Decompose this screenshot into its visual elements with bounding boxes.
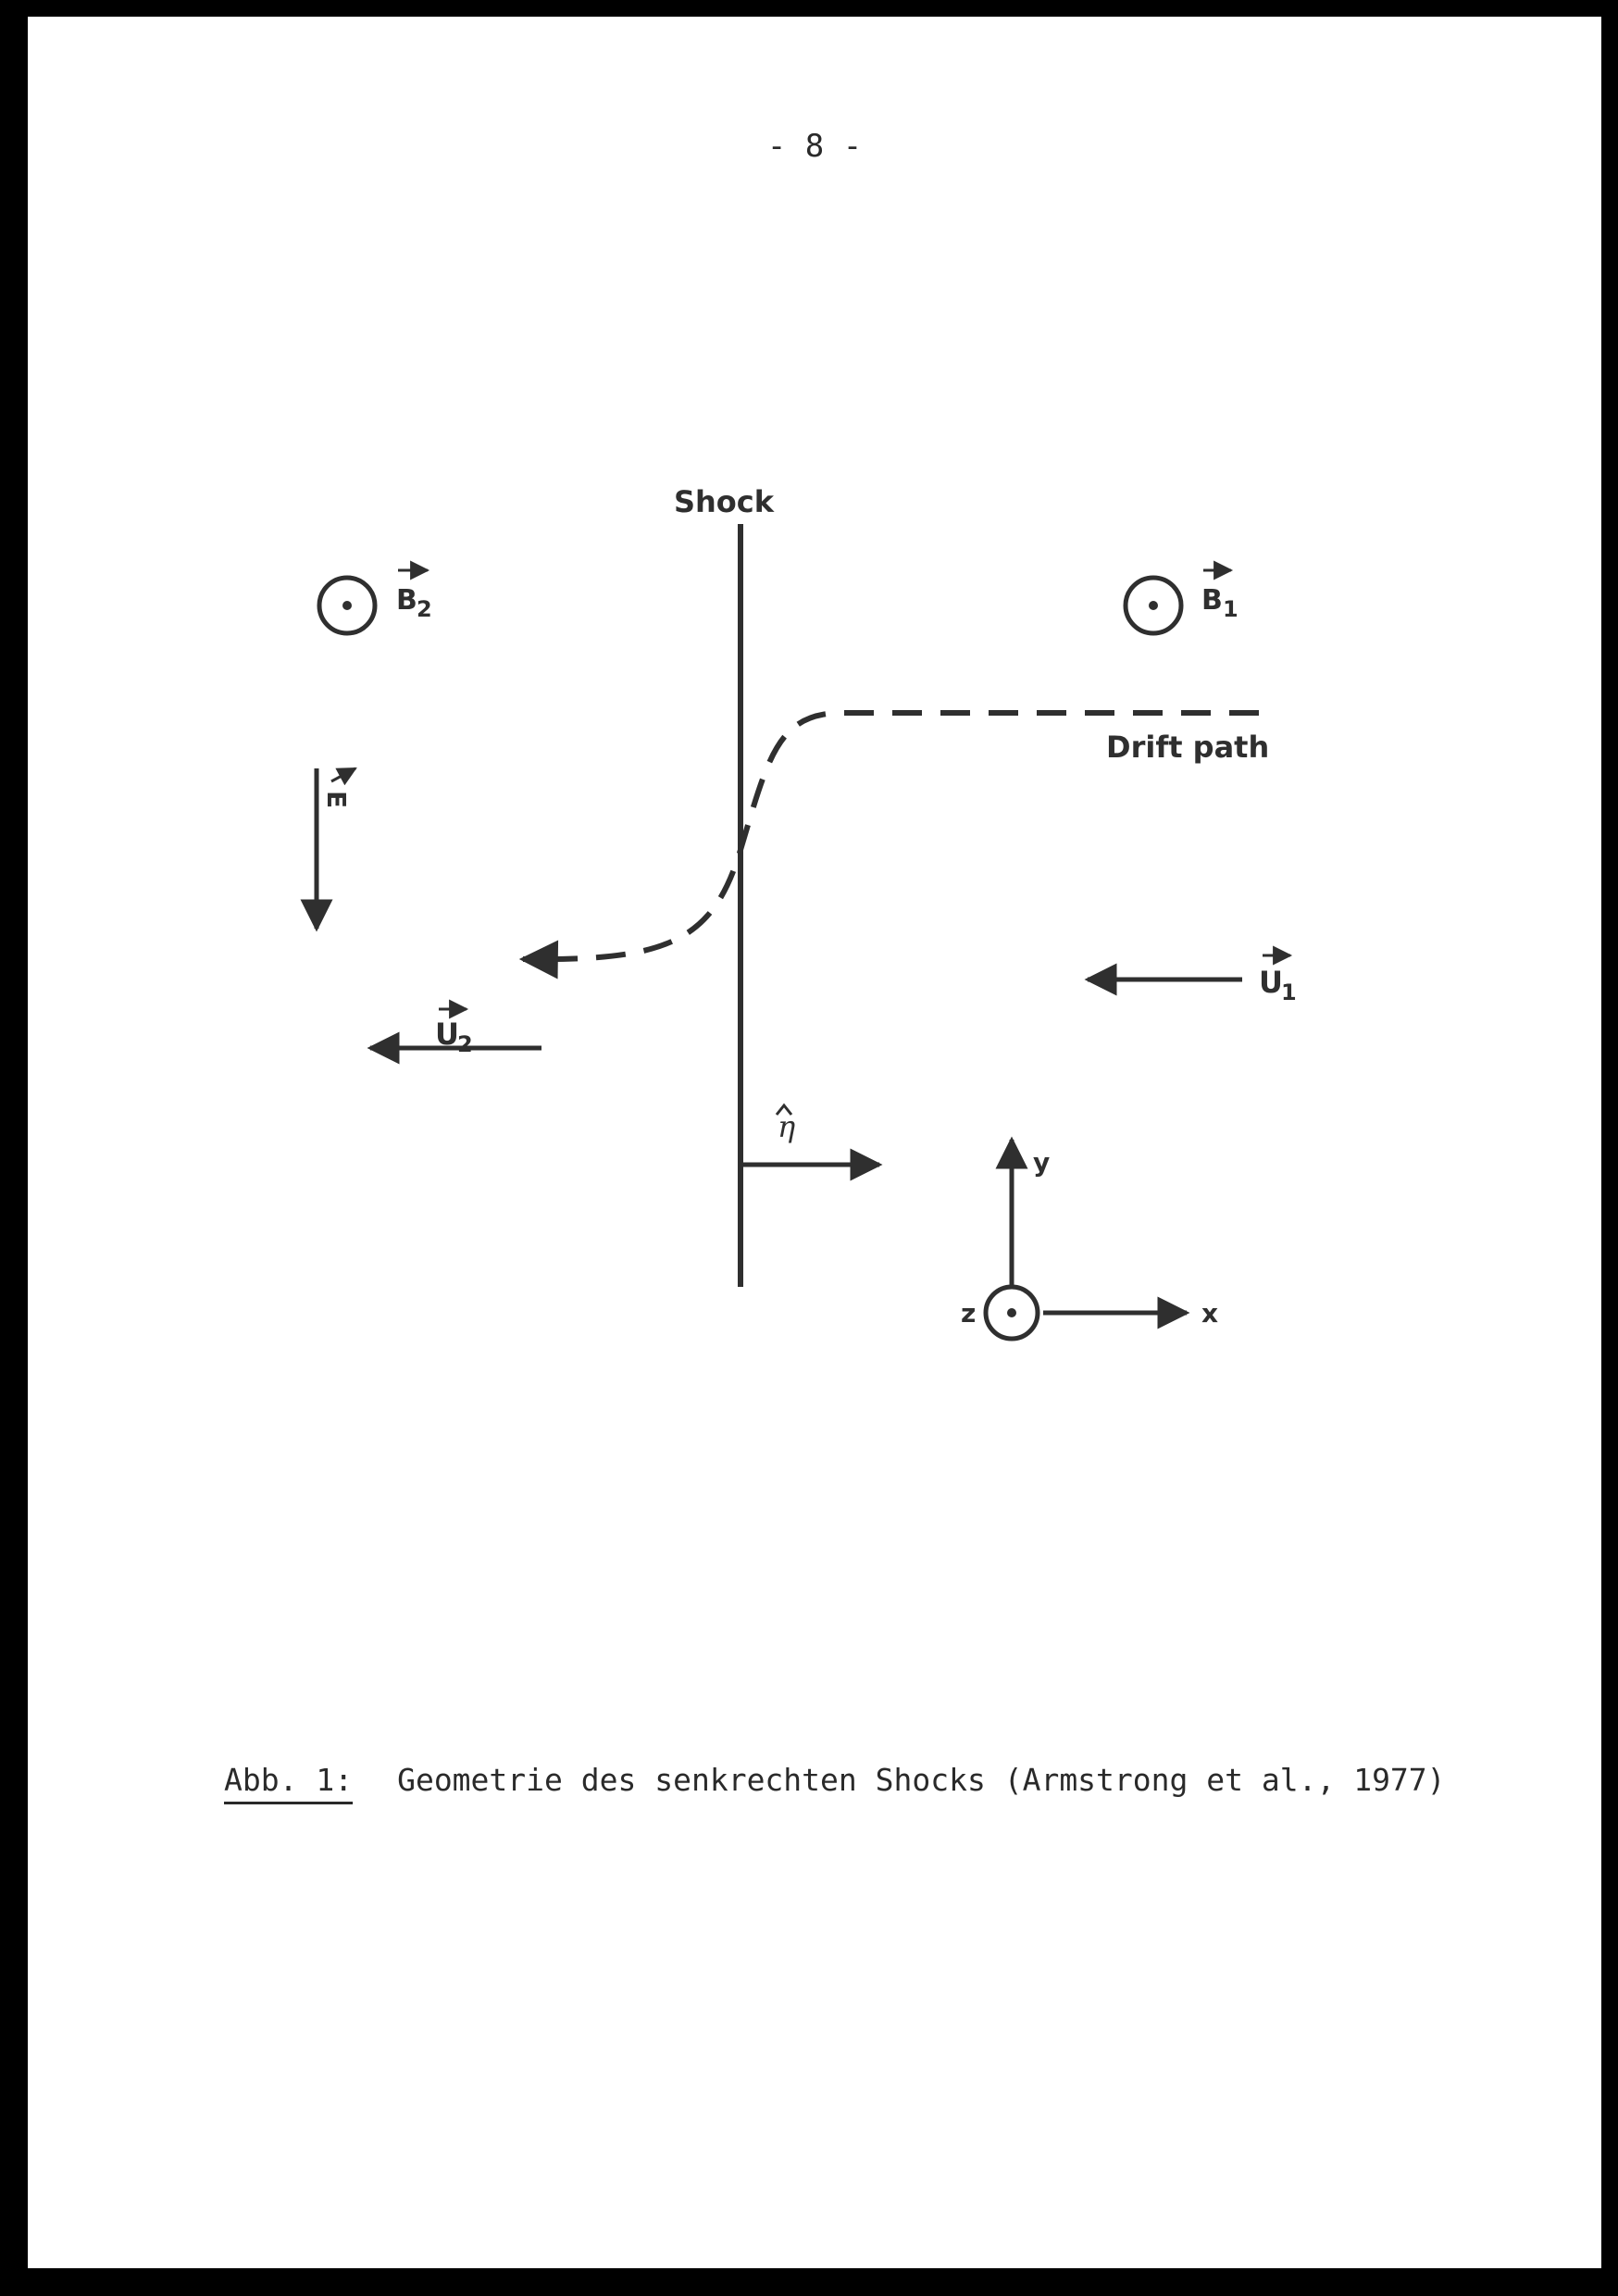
svg-text:1: 1 xyxy=(1281,980,1297,1005)
z-out-of-page-icon xyxy=(983,1284,1040,1341)
normal-vector-arrow: η xyxy=(741,1103,883,1181)
b1-out-of-page-icon xyxy=(1123,575,1184,636)
drift-path-label: Drift path xyxy=(1106,730,1269,765)
svg-text:2: 2 xyxy=(417,596,432,622)
svg-text:B: B xyxy=(1201,584,1223,617)
b2-out-of-page-icon xyxy=(317,575,378,636)
document-page: - 8 - Shock B 2 B 1 xyxy=(28,17,1601,2268)
svg-text:B: B xyxy=(396,584,417,617)
u2-label: U xyxy=(435,1017,459,1052)
shock-geometry-diagram: Shock B 2 B 1 E Drift path xyxy=(300,484,1297,1341)
page-number: - 8 - xyxy=(766,128,863,165)
caption-text: Geometrie des senkrechten Shocks (Armstr… xyxy=(397,1762,1446,1798)
u2-flow-arrow: U 2 xyxy=(367,999,541,1065)
figure-caption: Abb. 1: Geometrie des senkrechten Shocks … xyxy=(224,1762,1446,1798)
b2-vector-label: B 2 xyxy=(396,560,432,622)
e-field-label: E xyxy=(321,791,352,808)
u1-label: U xyxy=(1259,965,1283,1000)
eta-label: η xyxy=(778,1109,795,1144)
axis-y-label: y xyxy=(1033,1147,1050,1178)
b1-vector-label: B 1 xyxy=(1201,560,1238,622)
axis-x-label: x xyxy=(1201,1298,1218,1329)
svg-text:2: 2 xyxy=(457,1031,473,1057)
svg-text:1: 1 xyxy=(1223,596,1238,622)
u1-flow-arrow: U 1 xyxy=(1084,945,1297,1005)
shock-label: Shock xyxy=(674,484,775,519)
caption-label: Abb. 1: xyxy=(224,1762,354,1798)
axis-z-label: z xyxy=(961,1298,976,1329)
e-field-arrow: E xyxy=(300,767,357,932)
coordinate-axes: y x z xyxy=(961,1136,1218,1341)
drift-path xyxy=(518,710,1259,980)
